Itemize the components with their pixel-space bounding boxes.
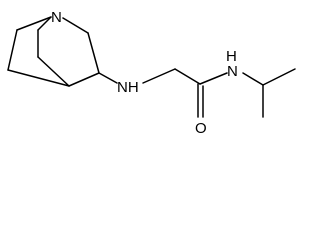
quinuclidinyl-amino-isopropylacetamide-structure: N NH H N O (7, 9, 296, 137)
side-chain (98, 68, 296, 118)
amine-nh-label: NH (117, 79, 139, 96)
bond-c5-c6 (7, 29, 18, 71)
bond-carbonyl-amide-n (199, 72, 228, 85)
bond-n1-c7 (62, 17, 89, 34)
bond-n1-c5 (16, 16, 52, 31)
bond-c3-c4 (37, 56, 70, 87)
quinuclidine-cage (7, 16, 100, 87)
bond-c7-c8 (87, 32, 100, 74)
bond-amide-n-ch (242, 72, 264, 86)
bond-nh-ch2 (142, 68, 176, 84)
ring-nitrogen-label: N (51, 9, 62, 26)
bond-n1-c2 (37, 16, 52, 31)
bond-ch2-carbonyl (174, 68, 201, 85)
carbonyl-oxygen-label: O (195, 120, 207, 137)
bond-c8-nh (98, 72, 118, 84)
amide-hydrogen-label: H (226, 48, 237, 65)
bond-c8-c4 (68, 72, 100, 87)
amide-nitrogen-label: N (227, 63, 238, 80)
bond-ch-methyl-up (262, 68, 296, 86)
bond-c6-c4 (7, 69, 70, 87)
